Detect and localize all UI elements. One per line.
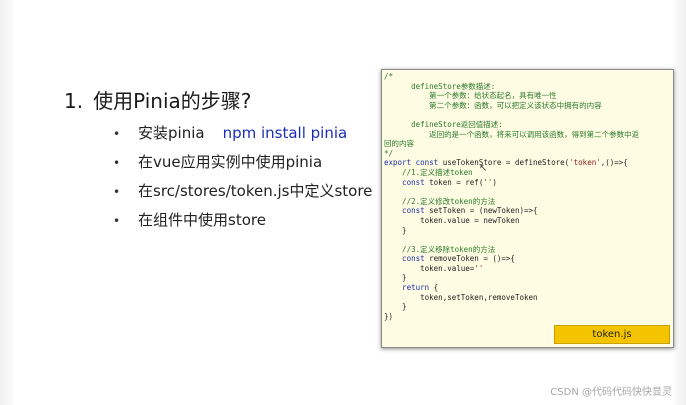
code-line: ​ xyxy=(384,235,639,245)
code-token: const xyxy=(384,254,430,264)
file-name-tab: token.js xyxy=(554,325,670,344)
step-item: • 在src/stores/token.js中定义store xyxy=(113,181,372,210)
code-line: const setToken = (newToken)=>{ xyxy=(384,206,639,216)
mouse-cursor-icon: ↖ xyxy=(479,163,488,174)
code-token: 第二个参数：函数，可以把定义该状态中拥有的内容 xyxy=(384,100,602,110)
code-token: defineStore参数描述: xyxy=(384,81,496,91)
heading-number: 1. xyxy=(64,89,84,113)
code-token: //2.定义修改token的方法 xyxy=(384,196,496,206)
code-token: ) xyxy=(492,177,497,187)
code-line: 返回的是一个函数，将来可以调用该函数，得到第二个参数中返 xyxy=(384,130,639,140)
step-item: • 安装pinia npm install pinia xyxy=(113,123,372,152)
code-token: */ xyxy=(384,148,394,158)
step-text: 安装pinia xyxy=(138,124,205,142)
slide-heading: 1. 使用Pinia的步骤? xyxy=(64,85,251,114)
code-line: }) xyxy=(384,312,639,322)
code-token: '' xyxy=(474,263,484,273)
code-token: useTokenStore = defineStore( xyxy=(442,158,570,168)
code-line: ​ xyxy=(384,187,639,197)
code-line: //1.定义描述token xyxy=(384,168,639,178)
code-line: token.value = newToken xyxy=(384,216,639,226)
code-line: token.value='' xyxy=(384,264,639,274)
bullet-icon: • xyxy=(113,185,121,199)
code-token: token = ref( xyxy=(429,177,484,187)
heading-text: 使用Pinia的步骤? xyxy=(93,89,252,113)
code-token: 回的内容 xyxy=(384,139,414,149)
steps-list: • 安装pinia npm install pinia • 在vue应用实例中使用pi… xyxy=(113,123,372,239)
code-token: //1.定义描述token xyxy=(384,167,473,177)
code-panel: /* defineStore参数描述: 第一个参数：给状态起名，具有唯一性 第二… xyxy=(381,69,674,348)
code-line: */ xyxy=(384,149,639,159)
code-token: 'token' xyxy=(569,158,601,168)
code-token: } xyxy=(384,302,407,312)
step-item: • 在vue应用实例中使用pinia xyxy=(113,152,372,181)
code-line: const removeToken = ()=>{ xyxy=(384,254,639,264)
code-token: 第一个参数：给状态起名，具有唯一性 xyxy=(384,91,557,101)
code-token: setToken = (newToken)=>{ xyxy=(429,206,538,216)
bullet-icon: • xyxy=(113,127,121,141)
code-token: defineStore返回值描述: xyxy=(384,119,503,129)
left-edge-strip xyxy=(0,0,14,405)
code-line: defineStore参数描述: xyxy=(384,82,639,92)
code-line: token,setToken,removeToken xyxy=(384,293,639,303)
code-token: //3.定义移除token的方法 xyxy=(384,244,496,254)
code-line: 第二个参数：函数，可以把定义该状态中拥有的内容 xyxy=(384,101,639,111)
code-token: export const xyxy=(384,158,443,168)
code-token: { xyxy=(433,283,439,293)
code-line: ​ xyxy=(384,110,639,120)
code-line: } xyxy=(384,302,639,312)
code-token: ,()=>{ xyxy=(600,158,628,168)
code-line: 第一个参数：给状态起名，具有唯一性 xyxy=(384,91,639,101)
code-token: token.value= xyxy=(384,263,475,273)
code-token: token.value = newToken xyxy=(384,215,520,225)
step-text: 在src/stores/token.js中定义store xyxy=(138,182,373,200)
code-token: const xyxy=(384,206,430,216)
code-line: const token = ref('') xyxy=(384,178,639,188)
code-token: /* xyxy=(384,72,394,81)
right-edge-strip xyxy=(674,0,686,405)
code-line: //3.定义移除token的方法 xyxy=(384,245,639,255)
watermark: CSDN @代码代码快快显灵 xyxy=(550,387,672,398)
step-text: 在组件中使用store xyxy=(138,211,266,229)
code-line: 回的内容 xyxy=(384,139,639,149)
step-text: 在vue应用实例中使用pinia xyxy=(138,153,323,171)
code-line: //2.定义修改token的方法 xyxy=(384,197,639,207)
code-token: token,setToken,removeToken xyxy=(384,292,538,302)
code-line: } xyxy=(384,226,639,236)
code-line: export const useTokenStore = defineStore… xyxy=(384,158,639,168)
code-token: '' xyxy=(483,177,493,187)
code-token: return xyxy=(384,283,434,293)
code-line: /* xyxy=(384,72,639,82)
code-token: } xyxy=(384,225,407,235)
bullet-icon: • xyxy=(113,156,121,170)
code-block: /* defineStore参数描述: 第一个参数：给状态起名，具有唯一性 第二… xyxy=(384,72,639,321)
code-token: 返回的是一个函数，将来可以调用该函数，得到第二个参数中返 xyxy=(384,129,640,139)
install-command: npm install pinia xyxy=(222,124,348,142)
code-line: } xyxy=(384,273,639,283)
code-token: } xyxy=(384,273,407,283)
step-item: • 在组件中使用store xyxy=(113,210,372,239)
code-line: defineStore返回值描述: xyxy=(384,120,639,130)
code-token: removeToken = ()=>{ xyxy=(429,254,515,264)
code-line: return { xyxy=(384,283,639,293)
bullet-icon: • xyxy=(113,214,121,228)
code-token: }) xyxy=(384,311,394,321)
code-token: const xyxy=(384,177,430,187)
